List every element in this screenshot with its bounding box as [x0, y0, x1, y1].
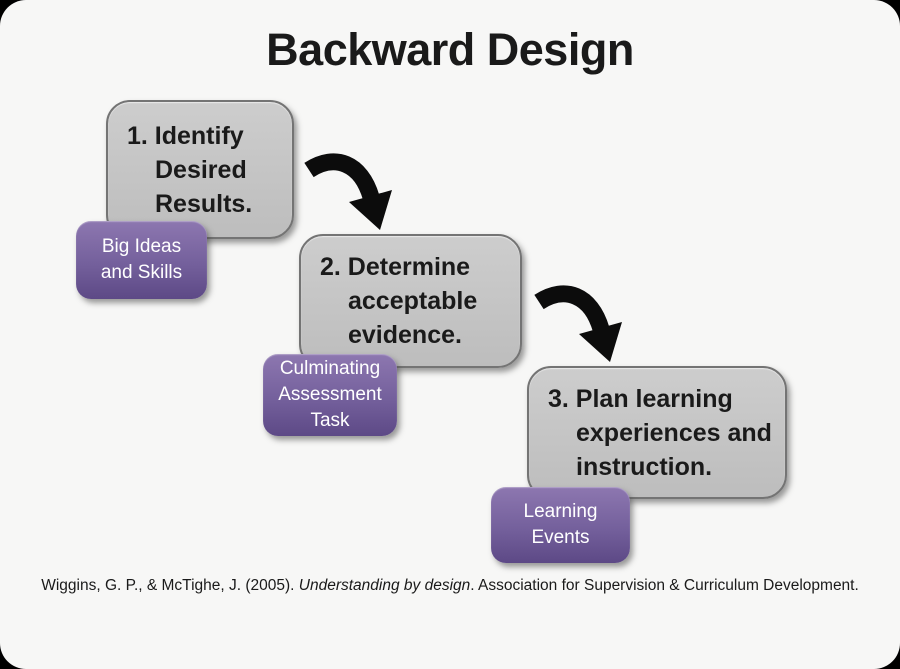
step-box-identify-desired-results: 1. Identify Desired Results. — [106, 100, 294, 239]
citation-prefix: Wiggins, G. P., & McTighe, J. (2005). — [41, 577, 299, 594]
citation-suffix: . Association for Supervision & Curricul… — [470, 577, 859, 594]
tag-text: Learning Events — [523, 501, 598, 548]
tag-text: Big Ideas and Skills — [100, 236, 183, 283]
tag-learning-events: Learning Events — [491, 487, 630, 563]
curved-arrow-down-right-icon — [304, 153, 392, 230]
tag-big-ideas-and-skills: Big Ideas and Skills — [76, 221, 207, 299]
citation-book-title: Understanding by design — [298, 577, 471, 594]
step-box-determine-acceptable-evidence: 2. Determine acceptable evidence. — [299, 234, 522, 368]
tag-text: Culminating Assessment Task — [278, 358, 382, 431]
curved-arrow-down-right-icon — [534, 285, 622, 362]
step-box-text: 1. Identify Desired Results. — [127, 121, 253, 218]
citation: Wiggins, G. P., & McTighe, J. (2005). Un… — [0, 577, 900, 595]
step-box-plan-learning-experiences: 3. Plan learning experiences and instruc… — [527, 366, 787, 499]
tag-culminating-assessment-task: Culminating Assessment Task — [263, 354, 397, 436]
slide-title: Backward Design — [266, 24, 634, 75]
step-box-text: 3. Plan learning experiences and instruc… — [548, 384, 772, 481]
step-box-text: 2. Determine acceptable evidence. — [320, 253, 478, 349]
